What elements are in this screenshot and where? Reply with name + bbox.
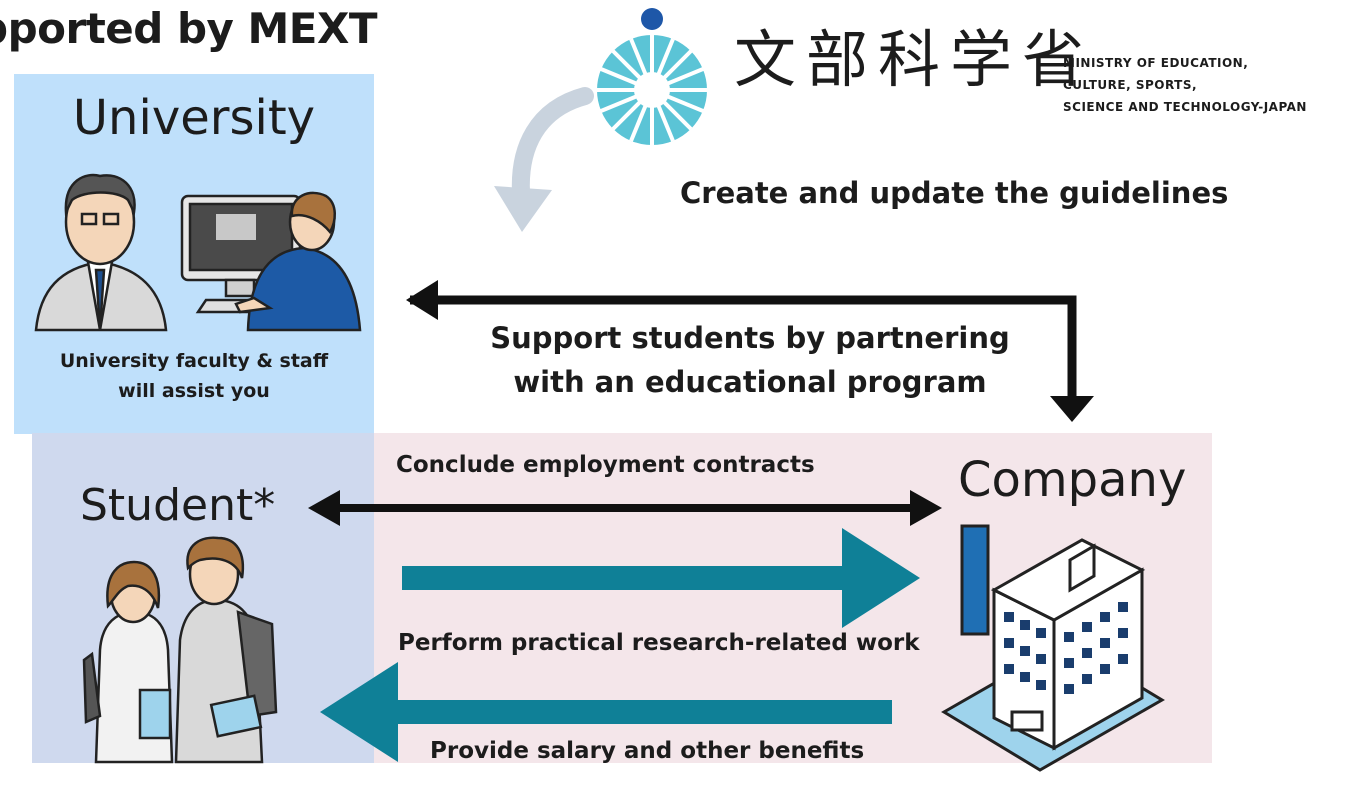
- professor-illustration: [34, 173, 168, 332]
- student-title: Student*: [80, 480, 276, 531]
- work-label: Perform practical research-related work: [398, 630, 920, 656]
- ministry-line: SCIENCE AND TECHNOLOGY-JAPAN: [1063, 100, 1307, 114]
- university-caption: University faculty & staff will assist y…: [14, 346, 374, 406]
- university-caption-line: University faculty & staff: [59, 350, 329, 372]
- support-label: Support students by partnering with an e…: [450, 316, 1050, 404]
- students-illustration: [82, 536, 278, 764]
- university-title: University: [72, 90, 316, 146]
- contract-label: Conclude employment contracts: [396, 452, 815, 478]
- salary-arrow: [320, 662, 892, 762]
- office-building-illustration: [941, 524, 1165, 772]
- computer-worker-illustration: [180, 191, 362, 332]
- support-label-line: with an educational program: [513, 365, 987, 399]
- guideline-curved-arrow: [494, 87, 594, 232]
- mext-kanji-name: 文部科学省: [734, 23, 1095, 96]
- ministry-name-english: MINISTRY OF EDUCATION, CULTURE, SPORTS, …: [1063, 52, 1307, 118]
- work-arrow: [402, 528, 920, 628]
- university-caption-line: will assist you: [118, 380, 270, 402]
- company-title: Company: [958, 452, 1187, 508]
- support-label-line: Support students by partnering: [490, 321, 1010, 355]
- page-header-title: pported by MEXT: [0, 4, 378, 53]
- ministry-line: CULTURE, SPORTS,: [1063, 78, 1198, 92]
- mext-logo-icon: [597, 8, 707, 145]
- contract-arrow: [308, 490, 942, 526]
- guidelines-label: Create and update the guidelines: [680, 176, 1229, 210]
- salary-label: Provide salary and other benefits: [430, 738, 865, 764]
- university-company-arrow: [406, 280, 1094, 422]
- ministry-line: MINISTRY OF EDUCATION,: [1063, 56, 1249, 70]
